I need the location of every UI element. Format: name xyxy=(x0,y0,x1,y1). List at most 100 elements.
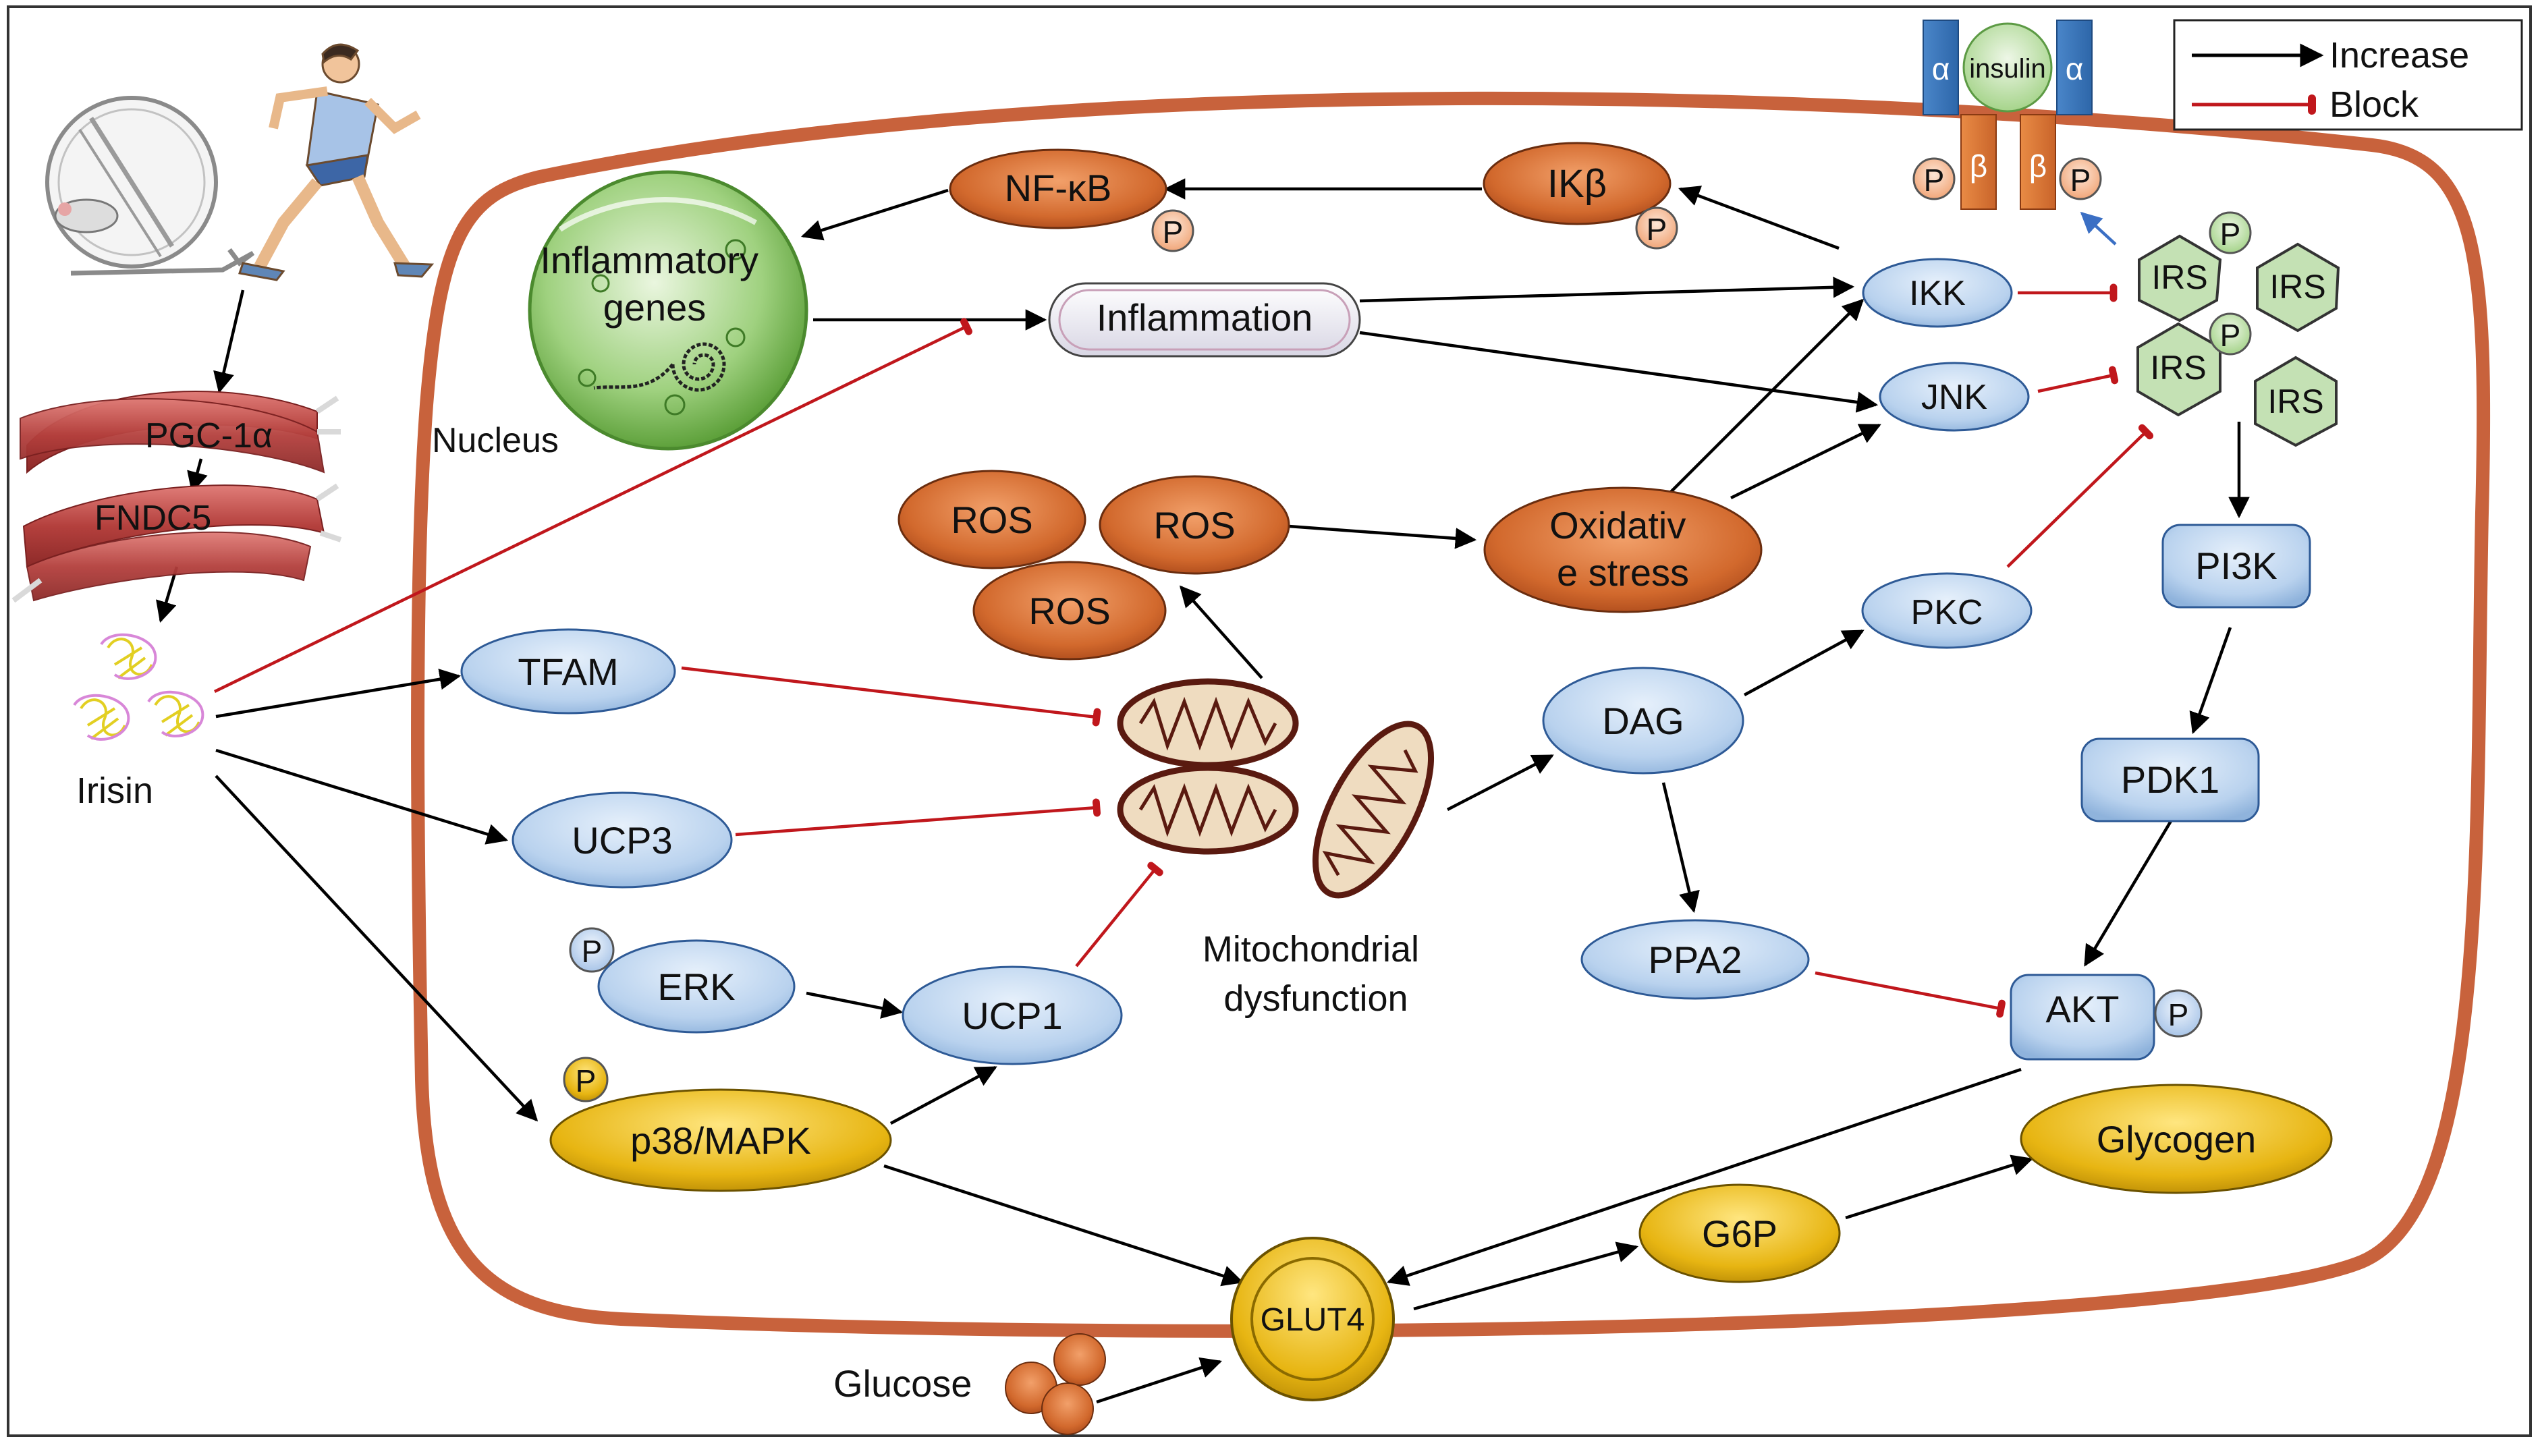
irs-hexagon-1: IRS xyxy=(2138,234,2222,323)
svg-text:IRS: IRS xyxy=(2267,383,2323,420)
g6p-label: G6P xyxy=(1702,1212,1777,1255)
erk-phospho-badge: P xyxy=(569,927,615,973)
irs-hexagon-4: IRS xyxy=(2254,356,2338,447)
arrow-dag-to-ppa2 xyxy=(1661,782,1700,914)
svg-text:IRS: IRS xyxy=(2150,349,2206,387)
akt-label: AKT xyxy=(2046,988,2120,1030)
erk-node: ERK xyxy=(597,939,796,1034)
pkc-label: PKC xyxy=(1911,593,1983,632)
arrow-fndc5-to-irisin xyxy=(156,566,179,623)
ucp3-label: UCP3 xyxy=(572,819,672,862)
glycogen-node: Glycogen xyxy=(2020,1084,2333,1194)
arrow-glut4-to-g6p xyxy=(1413,1241,1639,1311)
ros-node-1: ROS xyxy=(898,470,1086,569)
arrow-wheel-to-pgc xyxy=(213,289,245,394)
irisin-protein-icon xyxy=(73,633,204,741)
p38-mapk-node: p38/MAPK xyxy=(549,1088,892,1192)
p38-mapk-label: p38/MAPK xyxy=(630,1119,811,1162)
svg-text:P: P xyxy=(2220,318,2241,353)
erk-label: ERK xyxy=(657,965,735,1008)
ucp3-node: UCP3 xyxy=(512,791,733,889)
arrow-irisin-to-tfam xyxy=(215,669,462,719)
arrow-oxidative-to-jnk xyxy=(1730,423,1881,500)
p38-phospho-badge: P xyxy=(563,1057,609,1102)
pgc-1a-label: PGC-1α xyxy=(145,416,273,455)
glut4-node: GLUT4 xyxy=(1230,1237,1395,1401)
glucose-molecules-icon xyxy=(1005,1333,1106,1435)
mitochondrion-icon-2 xyxy=(1117,764,1299,855)
hamster-wheel-icon xyxy=(45,96,255,276)
legend: Increase Block xyxy=(2173,19,2523,131)
pdk1-label: PDK1 xyxy=(2121,758,2219,801)
svg-text:P: P xyxy=(1924,163,1945,198)
nucleus xyxy=(528,170,808,451)
irisin-label: Irisin xyxy=(76,771,153,811)
svg-text:P: P xyxy=(1647,212,1667,247)
ikb-label: IKβ xyxy=(1547,162,1607,206)
mitochondrial-dysfunction-label: Mitochondrial dysfunction xyxy=(1203,929,1429,1019)
block-arrows xyxy=(214,283,2154,1018)
svg-text:P: P xyxy=(1163,215,1184,250)
arrow-erk-to-ucp1 xyxy=(806,991,904,1019)
akt-phospho-badge: P xyxy=(2154,989,2203,1038)
alpha-label-left: α xyxy=(1932,51,1950,86)
insulin-receptor: α α insulin β β xyxy=(1923,20,2093,210)
arrow-inflammation-to-ikk xyxy=(1359,277,1855,303)
svg-text:P: P xyxy=(576,1063,597,1098)
arrow-glucose-to-glut4 xyxy=(1096,1357,1222,1404)
legend-increase-label: Increase xyxy=(2329,35,2469,76)
block-pkc-to-irs xyxy=(2006,424,2154,568)
ucp1-node: UCP1 xyxy=(902,965,1123,1065)
arrow-oxidative-to-ikk xyxy=(1662,298,1865,501)
beta-label-right: β xyxy=(2029,148,2047,184)
dag-label: DAG xyxy=(1602,700,1684,742)
svg-text:P: P xyxy=(582,934,603,969)
arrow-ros-to-oxidative xyxy=(1288,524,1477,549)
inflammatory-genes-line-2: genes xyxy=(603,286,707,329)
oxidative-stress-node: Oxidativ e stress xyxy=(1483,486,1763,613)
nucleus-label: Nucleus xyxy=(432,421,559,460)
legend-block-label: Block xyxy=(2329,84,2419,125)
ros-node-2: ROS xyxy=(1099,475,1290,575)
inflammatory-genes-label: Inflammatory genes xyxy=(540,239,769,329)
svg-text:ROS: ROS xyxy=(1153,504,1235,547)
ppa2-label: PPA2 xyxy=(1648,939,1742,981)
svg-text:ROS: ROS xyxy=(951,499,1032,541)
block-ucp3-to-mito xyxy=(735,798,1101,837)
pdk1-node: PDK1 xyxy=(2080,737,2260,822)
arrow-pi3k-to-pdk1 xyxy=(2189,627,2232,734)
block-ucp1-to-mito xyxy=(1075,862,1163,968)
g6p-node: G6P xyxy=(1638,1183,1841,1283)
arrow-nfkb-to-nucleus xyxy=(800,188,949,241)
fndc5-label: FNDC5 xyxy=(94,499,211,538)
receptor-phospho-right: P xyxy=(2059,157,2102,200)
tfam-node: TFAM xyxy=(460,628,676,715)
nfkb-label: NF-κB xyxy=(1005,167,1112,209)
akt-node: AKT xyxy=(2010,974,2155,1061)
insulin-label: insulin xyxy=(1969,54,2045,84)
oxidative-stress-label: Oxidativ e stress xyxy=(1549,504,1696,594)
block-jnk-to-irs xyxy=(2037,366,2119,393)
mitochondrion-icon-3 xyxy=(1312,721,1435,899)
mitochondrion-icon-1 xyxy=(1117,678,1299,768)
svg-text:IRS: IRS xyxy=(2269,268,2325,306)
arrow-p38-to-ucp1 xyxy=(889,1066,997,1125)
arrow-pdk1-to-akt xyxy=(2084,816,2174,967)
arrow-p38-to-glut4 xyxy=(883,1164,1244,1287)
ikb-phospho-badge: P xyxy=(1635,206,1678,250)
arrow-mito-to-ros xyxy=(1179,585,1263,679)
svg-text:P: P xyxy=(2070,163,2091,198)
pi3k-node: PI3K xyxy=(2161,524,2311,609)
arrow-irisin-to-p38 xyxy=(215,775,539,1122)
irs-phospho-3: P xyxy=(2209,312,2252,356)
irs-phospho-1: P xyxy=(2209,211,2252,254)
arrow-akt-to-glut4 xyxy=(1387,1067,2022,1286)
svg-text:P: P xyxy=(2168,997,2189,1032)
irs-hexagon-2: IRS xyxy=(2256,242,2340,333)
arrow-ikk-to-ikb xyxy=(1678,186,1840,250)
ros-node-3: ROS xyxy=(972,561,1167,661)
ppa2-node: PPA2 xyxy=(1580,919,1810,1000)
jnk-label: JNK xyxy=(1921,378,1988,417)
receptor-phospho-left: P xyxy=(1912,157,1956,200)
